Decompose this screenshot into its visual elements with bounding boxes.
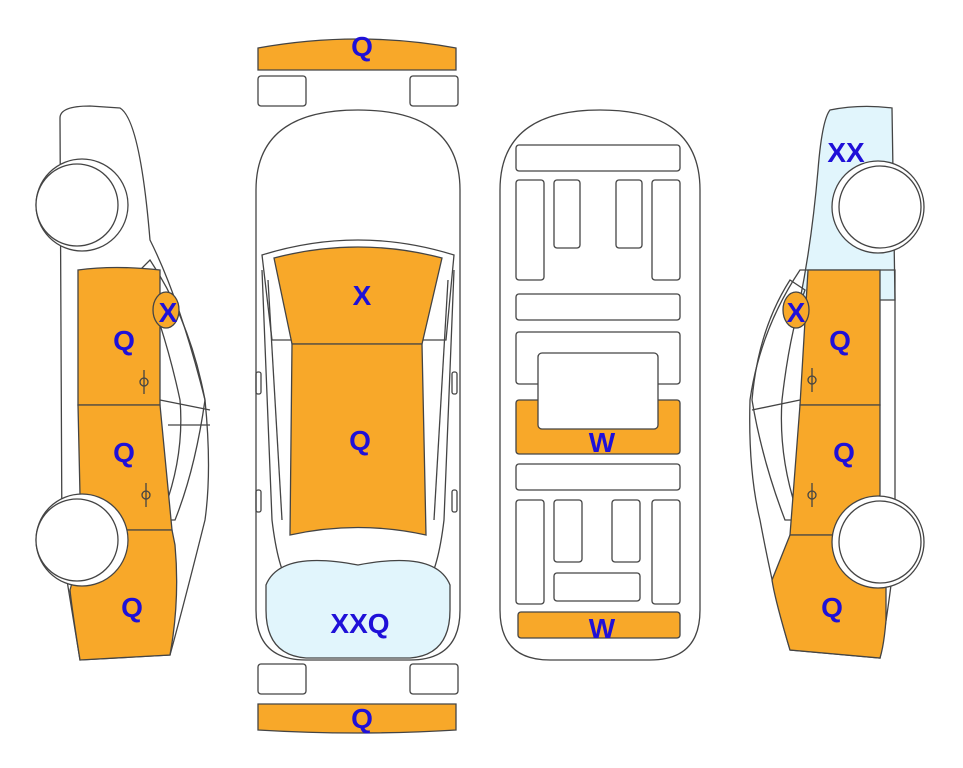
- top-right-mirror: [451, 371, 458, 395]
- rear-bumper-code: Q: [351, 703, 373, 734]
- windshield-frame: [261, 239, 455, 341]
- right-rear-door-code: Q: [833, 437, 855, 468]
- roof-code: Q: [349, 425, 371, 456]
- roof-panel[interactable]: [289, 343, 427, 536]
- front-right-light: [409, 75, 459, 107]
- left-mirror-panel[interactable]: [152, 291, 180, 329]
- front-bumper-panel[interactable]: [257, 38, 457, 71]
- hood-code: X: [353, 280, 372, 311]
- under-bar-3: [515, 463, 681, 491]
- rear-glass-code: XXQ: [330, 608, 389, 639]
- under-engine-box: [537, 352, 659, 430]
- right-mirror-panel[interactable]: [782, 291, 810, 329]
- right-front-wheel: [838, 165, 922, 249]
- right-side-window-line: [751, 399, 801, 411]
- hood-panel[interactable]: [273, 246, 443, 345]
- top-left-mirror: [255, 371, 262, 395]
- rear-glass-panel[interactable]: [265, 559, 451, 659]
- front-bumper-code: Q: [351, 31, 373, 62]
- under-rear-panel[interactable]: [517, 611, 681, 639]
- underbody-outline: [499, 109, 701, 661]
- left-fender-panel[interactable]: [77, 266, 161, 406]
- rear-bumper-panel[interactable]: [257, 703, 457, 734]
- right-mirror-code: X: [787, 297, 806, 328]
- left-rear-wheel: [35, 498, 119, 582]
- left-front-wheel: [35, 163, 119, 247]
- rear-right-light: [409, 663, 459, 695]
- under-bar-2: [515, 293, 681, 321]
- under-rear-code: W: [589, 613, 616, 644]
- right-rear-wheel: [838, 500, 922, 584]
- under-front-code: W: [589, 427, 616, 458]
- front-left-light: [257, 75, 307, 107]
- under-rail-right-2: [651, 499, 681, 605]
- right-front-door-code: Q: [829, 325, 851, 356]
- right-front-fender-code: XX: [827, 137, 865, 168]
- under-block-right: [615, 179, 643, 249]
- left-front-door-code: Q: [113, 437, 135, 468]
- under-bar-1: [515, 144, 681, 172]
- under-block-left: [553, 179, 581, 249]
- left-mirror-code: X: [159, 297, 178, 328]
- left-fender-code: Q: [113, 325, 135, 356]
- under-rail-left: [515, 179, 545, 281]
- under-rail-right: [651, 179, 681, 281]
- top-left-side-inner: [267, 279, 283, 521]
- left-side-window-line: [159, 399, 211, 411]
- top-view-body: [255, 109, 461, 661]
- under-bar-4: [553, 572, 641, 602]
- under-rail-left-2: [515, 499, 545, 605]
- under-block-right-2: [611, 499, 641, 563]
- right-rear-quarter-code: Q: [821, 592, 843, 623]
- under-block-left-2: [553, 499, 583, 563]
- top-right-handle: [451, 489, 458, 513]
- top-left-handle: [255, 489, 262, 513]
- left-rear-door-code: Q: [121, 592, 143, 623]
- rear-left-light: [257, 663, 307, 695]
- top-right-side-inner: [433, 279, 449, 521]
